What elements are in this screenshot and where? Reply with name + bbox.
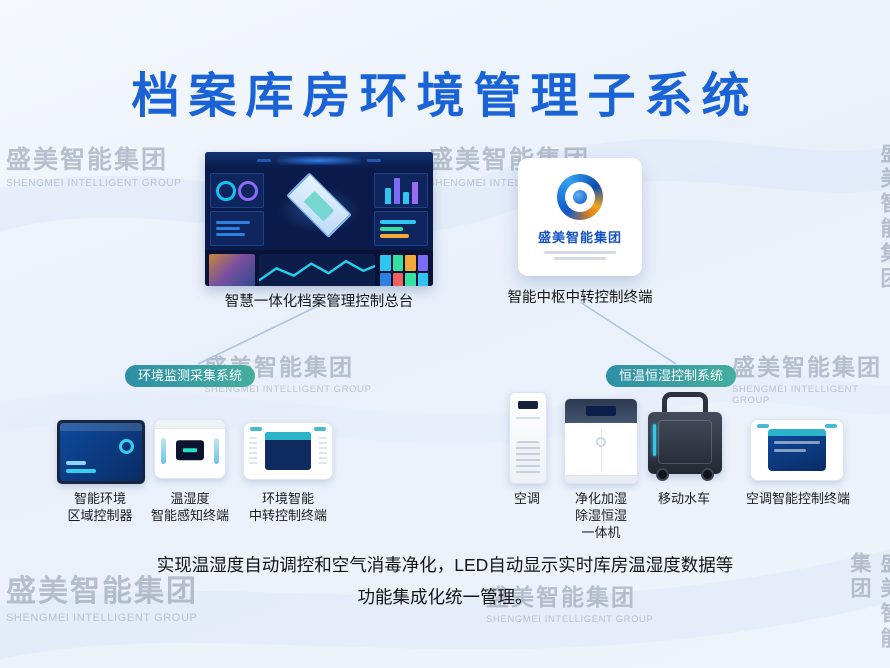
- device-top-strip: [155, 420, 225, 429]
- cart-panel: [658, 420, 712, 464]
- vertical-bars-graphic: [377, 175, 425, 206]
- device-accent: [757, 424, 769, 428]
- dashboard-right-column: [369, 169, 433, 250]
- hub-terminal-device: 盛美智能集团: [518, 158, 642, 276]
- description-line-2: 功能集成化统一管理。: [357, 587, 533, 607]
- ac-control-terminal-device: [750, 419, 844, 481]
- dashboard-bottom-strip: [205, 250, 433, 286]
- device-accent-line: [516, 417, 540, 419]
- device-label: 空调智能控制终端: [745, 491, 850, 506]
- hub-label: 智能中枢中转控制终端: [507, 290, 653, 306]
- device-label: 移动水车: [657, 491, 710, 506]
- screen-header-band: [768, 429, 826, 436]
- device-display: [586, 406, 616, 416]
- camera-thumbnail: [209, 254, 255, 286]
- device-screen: [176, 440, 204, 461]
- status-squares-grid: [379, 254, 429, 286]
- device-vent: [249, 437, 257, 467]
- device-label: 温湿度 智能感知终端: [150, 491, 229, 523]
- left-system-pill: 环境监测采集系统: [125, 365, 256, 387]
- control-console-dashboard: [205, 152, 433, 286]
- device-base: [565, 475, 637, 483]
- screen-bar: [66, 469, 96, 473]
- screen-gauge-icon: [119, 439, 134, 454]
- cart-wheel: [701, 468, 714, 481]
- device-reading: [183, 448, 197, 453]
- device-vent: [516, 441, 540, 475]
- right-system-pill: 恒温恒湿控制系统: [606, 365, 737, 387]
- dashboard-title-bar: [277, 156, 361, 165]
- dashboard-header: [205, 152, 433, 169]
- screen-bar: [66, 461, 86, 465]
- cart-body: [648, 412, 722, 481]
- device-accent: [825, 424, 837, 428]
- mobile-water-cart-device: [648, 392, 722, 482]
- gauge-panel: [210, 173, 264, 208]
- screen-header: [60, 423, 142, 431]
- device-label: 环境智能 中转控制终端: [248, 491, 327, 523]
- purifier-humidifier-device: [564, 398, 638, 484]
- console-label: 智慧一体化档案管理控制总台: [224, 294, 414, 310]
- hub-subtext-line: [544, 251, 616, 254]
- device-accent: [314, 427, 326, 431]
- device-label: 净化加湿 除湿恒湿 一体机: [574, 491, 627, 540]
- hub-subtext-line: [554, 257, 606, 260]
- brand-logo-icon: [557, 174, 603, 220]
- screen-header-band: [265, 432, 311, 440]
- line-chart-graphic: [259, 254, 375, 286]
- cart-accent-light: [653, 424, 656, 456]
- air-conditioner-device: [509, 392, 547, 484]
- area-controller-device: [57, 420, 145, 484]
- device-label: 空调: [513, 491, 540, 506]
- hbar-panel: [374, 211, 428, 246]
- device-accent: [214, 438, 219, 464]
- device-dial: [596, 437, 606, 447]
- stats-panel: [210, 211, 264, 246]
- temp-humidity-sensor-device: [154, 419, 226, 479]
- device-screen: [768, 429, 826, 471]
- device-accent: [250, 427, 262, 431]
- dashboard-center-3d-view: [269, 169, 369, 250]
- donut-gauge-icon: [238, 180, 259, 201]
- device-screen: [265, 432, 311, 470]
- device-top-panel: [565, 399, 637, 423]
- donut-gauge-icon: [215, 180, 236, 201]
- bar-chart-panel: [374, 173, 428, 208]
- device-seam: [601, 429, 602, 471]
- screen-bar: [774, 449, 806, 452]
- screen-bar: [774, 441, 820, 444]
- cart-handle: [662, 392, 708, 412]
- device-vent: [319, 437, 327, 467]
- dashboard-header-dot: [257, 159, 271, 162]
- dashboard-header-dot: [367, 159, 381, 162]
- cart-wheel: [656, 468, 669, 481]
- device-screen: [60, 423, 142, 481]
- horizontal-bars-graphic: [377, 219, 425, 238]
- device-accent: [161, 438, 166, 464]
- env-relay-terminal-device: [243, 422, 333, 480]
- dashboard-body: [205, 169, 433, 250]
- description-line-1: 实现温湿度自动调控和空气消毒净化，LED自动显示实时库房温湿度数据等: [156, 555, 734, 575]
- hub-brand-text: 盛美智能集团: [537, 230, 622, 245]
- mini-bars-graphic: [213, 221, 261, 236]
- brand-logo-core: [573, 190, 587, 204]
- page-title: 档案库房环境管理子系统: [131, 70, 759, 123]
- dashboard-left-column: [205, 169, 269, 250]
- device-label: 智能环境 区域控制器: [67, 491, 133, 523]
- device-display: [518, 401, 538, 409]
